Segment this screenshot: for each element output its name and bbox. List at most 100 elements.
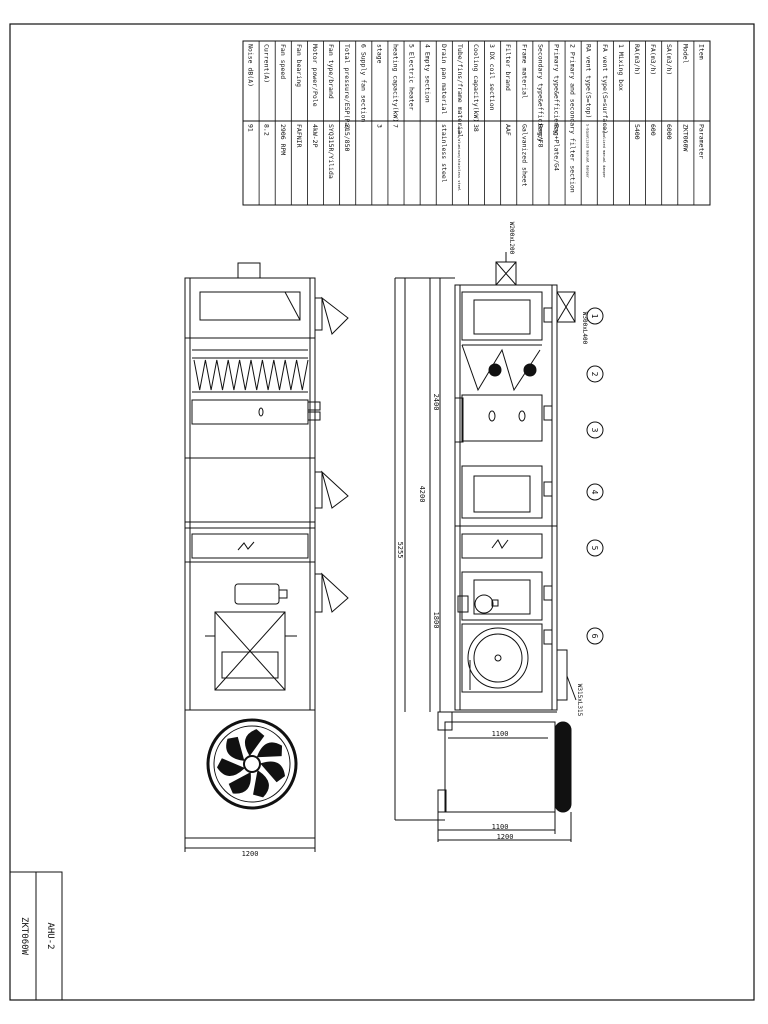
section-balloon-4 — [586, 483, 604, 501]
side-door-4 — [461, 465, 543, 519]
table-value-cell: 8.2 — [263, 124, 271, 136]
side-view — [394, 261, 577, 842]
table-value-cell: ZKT060W — [681, 124, 689, 151]
sheet-border — [9, 23, 755, 1001]
table-item-cell: Motor power/Pole — [311, 44, 319, 107]
front-mixing-damper — [199, 291, 301, 321]
fan-blade — [217, 758, 245, 776]
table-item-cell: Fan bearing — [295, 44, 303, 87]
table-item-cell: heating capacity(kW) — [391, 44, 399, 122]
dim-front-width: 1200 — [242, 850, 259, 858]
section-balloon-number: 4 — [590, 490, 599, 495]
table-value-cell: 6000 — [665, 124, 673, 140]
side-motor-icon — [474, 594, 494, 614]
table-value-cell: SYQ315R/Yilida — [327, 124, 335, 179]
section-balloon-number: 5 — [590, 546, 599, 551]
table-item-cell: Drain pan material — [440, 44, 448, 115]
table-value-cell: 3 — [375, 124, 383, 128]
section-balloon-number: 1 — [590, 314, 599, 319]
dim-1100-bottom: 1100 — [492, 823, 509, 831]
table-value-cell: 38 — [472, 124, 480, 132]
section-balloon-2 — [586, 365, 604, 383]
side-filter-gauge-icon — [488, 363, 502, 377]
front-door-1 — [315, 296, 349, 335]
fan-blade — [244, 729, 265, 757]
table-item-cell: SA(m3/h) — [665, 44, 673, 75]
front-condenser-box — [184, 709, 316, 839]
table-item-cell: RA(m3/h) — [633, 44, 641, 75]
table-value-cell: 2906 RPM — [279, 124, 287, 155]
label-outlet: W315xL315 — [576, 684, 583, 717]
front-coil-drain-icon — [258, 407, 264, 417]
table-item-cell: Filter brand — [504, 44, 512, 91]
table-item-cell: 2 Primary and secondary filter section — [569, 44, 577, 193]
table-item-cell: Fan type/brand — [327, 44, 335, 99]
table-value-cell: AAF — [504, 124, 512, 136]
table-item-cell: Tube/fins/frame material — [456, 44, 464, 138]
table-value-cell: Parameter — [697, 124, 705, 159]
table-value-cell: S-Equalized manual damper — [602, 124, 606, 179]
table-item-cell: 3 DX coil section — [488, 44, 496, 111]
table-item-cell: stage — [375, 44, 383, 64]
section-balloon-number: 2 — [590, 372, 599, 377]
table-value-cell: stainless steel — [440, 124, 448, 183]
dim-1100-top: 1100 — [492, 730, 509, 738]
table-item-cell: Noise dB(A) — [247, 44, 255, 87]
title-block-name: AHU-2 — [45, 922, 55, 949]
fan-blade — [228, 772, 251, 794]
table-item-cell: Frame material — [520, 44, 528, 99]
dim-1800: 1800 — [432, 612, 440, 629]
table-value-cell: S-Equalized manual damper — [586, 124, 590, 179]
side-condenser-coil — [554, 721, 572, 813]
parameter-table: ItemParameterModelZKT060WSA(m3/h)6000FA(… — [242, 40, 711, 206]
side-fan-wheel-icon — [467, 627, 529, 689]
table-value-cell: 315/850 — [343, 124, 351, 151]
side-door-1 — [461, 291, 543, 341]
front-heater — [191, 533, 309, 559]
section-balloon-3 — [586, 421, 604, 439]
table-item-cell: Model — [681, 44, 689, 64]
table-item-cell: Primary type&efficiency — [553, 44, 561, 134]
side-heater — [461, 533, 543, 559]
front-condenser-fan-icon — [206, 718, 298, 810]
front-top-inlet — [237, 262, 261, 279]
section-balloon-number: 6 — [590, 634, 599, 639]
section-balloon-number: 3 — [590, 428, 599, 433]
table-item-cell: Current(A) — [263, 44, 271, 83]
front-view-casing — [184, 277, 316, 711]
side-filter — [461, 344, 542, 392]
table-item-cell: 4 Empty section — [424, 44, 432, 103]
dim-1200-side: 1200 — [497, 833, 514, 841]
table-item-cell: FA vent type(S=surface) — [601, 44, 609, 134]
front-coil — [191, 399, 309, 425]
fan-blade — [226, 736, 245, 761]
dim-2400: 2400 — [432, 394, 440, 411]
table-item-cell: Fan speed — [279, 44, 287, 79]
table-value-cell: 7 — [391, 124, 399, 128]
table-value-cell: Copper/aluminum/stainless steel — [457, 124, 461, 191]
table-value-cell: Galvanized sheet — [520, 124, 528, 187]
table-value-cell: 91 — [247, 124, 255, 132]
section-balloon-1 — [586, 307, 604, 325]
title-block: AHU-2 ZKT060W — [9, 871, 63, 1001]
front-filter — [192, 349, 309, 393]
front-heater-symbol-icon — [237, 541, 255, 551]
table-item-cell: RA vent type(S=top) — [585, 44, 593, 118]
table-value-cell: 5400 — [633, 124, 641, 140]
label-top-inlet: W200xL200 — [508, 222, 515, 255]
front-door-2 — [315, 470, 349, 509]
table-item-cell: Secondary type&efficiency — [536, 44, 544, 142]
table-value-cell: FAFNIR — [295, 124, 303, 148]
side-fan-housing — [461, 623, 543, 693]
fan-blade — [256, 742, 283, 758]
front-motor — [234, 583, 280, 605]
section-balloons: 1 2 3 4 5 6 — [586, 307, 604, 645]
fan-blade — [253, 770, 269, 798]
side-inlet-damper — [556, 291, 576, 323]
table-value-cell: 600 — [649, 124, 657, 136]
table-value-cell: Bag+Plate/G4 — [553, 124, 561, 171]
table-item-cell: Total pressure/ESP(Pa) — [343, 44, 351, 130]
front-view — [184, 262, 349, 852]
title-block-model: ZKT060W — [19, 917, 29, 956]
